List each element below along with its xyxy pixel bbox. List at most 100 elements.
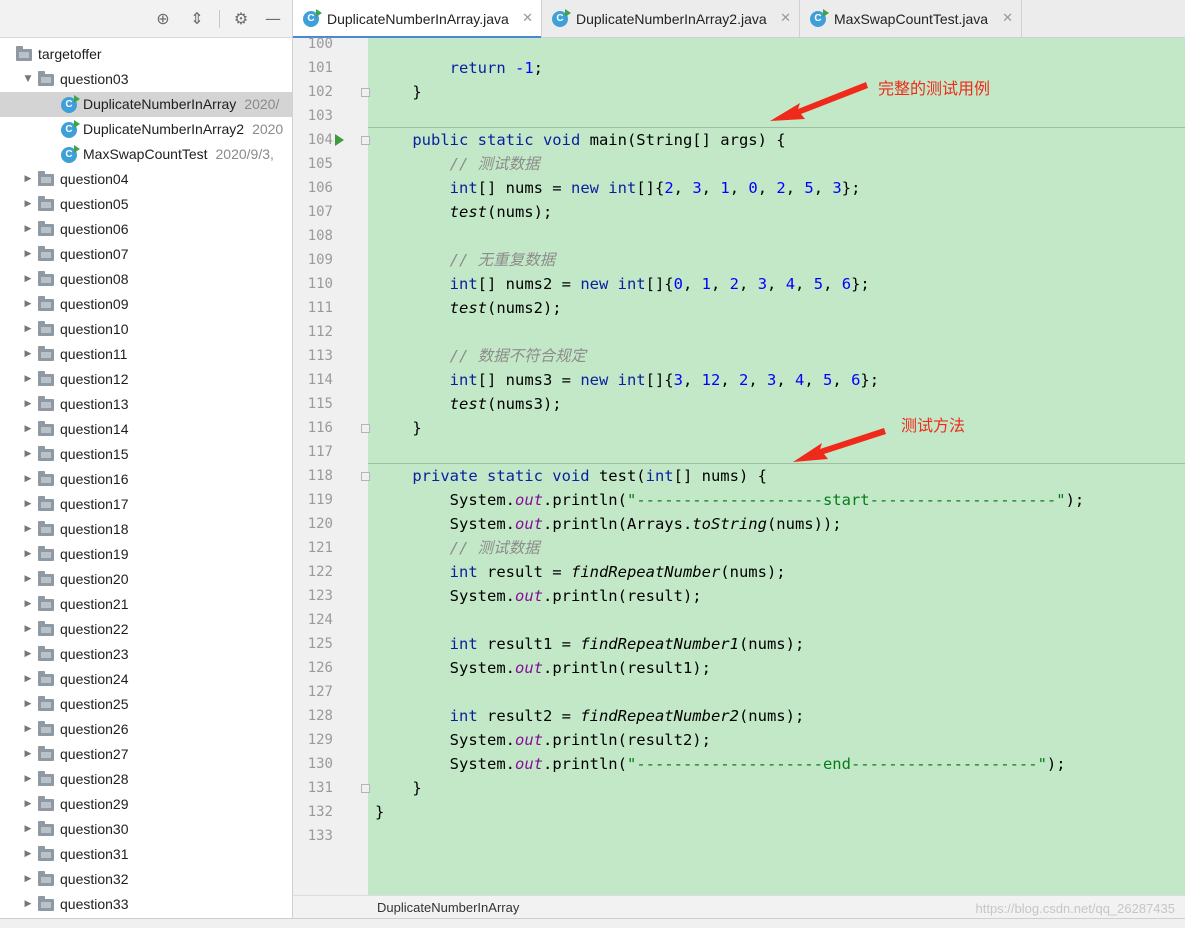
close-icon[interactable]: ✕: [522, 11, 533, 26]
fold-marker-icon[interactable]: [361, 424, 370, 433]
chevron-right-icon[interactable]: ▶: [24, 174, 32, 184]
chevron-right-icon[interactable]: ▶: [24, 849, 32, 859]
code-editor[interactable]: [368, 38, 1185, 895]
tree-item-question26[interactable]: ▶question26: [0, 717, 292, 742]
chevron-right-icon[interactable]: ▶: [24, 399, 32, 409]
tab-duplicatenumberinarray2[interactable]: C DuplicateNumberInArray2.java ✕: [542, 0, 800, 38]
fold-marker-icon[interactable]: [361, 784, 370, 793]
tree-item-question20[interactable]: ▶ question20: [0, 567, 292, 592]
tree-item-question11[interactable]: ▶question11: [0, 342, 292, 367]
chevron-right-icon[interactable]: ▶: [24, 199, 32, 209]
fold-marker-icon[interactable]: [361, 88, 370, 97]
tree-item-question28[interactable]: ▶question28: [0, 767, 292, 792]
tree-item-question17[interactable]: ▶ question17: [0, 492, 292, 517]
tree-item-question25[interactable]: ▶question25: [0, 692, 292, 717]
chevron-right-icon[interactable]: ▶: [24, 899, 32, 909]
tree-item-question07[interactable]: ▶question07: [0, 242, 292, 267]
chevron-right-icon[interactable]: ▶: [24, 499, 32, 509]
code-line: System.out.println(result1);: [375, 656, 711, 680]
tree-item-question16[interactable]: ▶question16: [0, 467, 292, 492]
tree-item-question18[interactable]: ▶question18: [0, 517, 292, 542]
tree-item-question15[interactable]: ▶question15: [0, 442, 292, 467]
chevron-right-icon[interactable]: ▶: [24, 524, 32, 534]
tab-maxswapcounttest[interactable]: C MaxSwapCountTest.java ✕: [800, 0, 1022, 38]
code-token: ,: [673, 179, 693, 197]
chevron-right-icon[interactable]: ▶: [24, 349, 32, 359]
run-icon[interactable]: [335, 134, 344, 146]
tree-item-question09[interactable]: ▶question09: [0, 292, 292, 317]
chevron-right-icon[interactable]: ▶: [24, 649, 32, 659]
tree-item-question21[interactable]: ▶question21: [0, 592, 292, 617]
chevron-right-icon[interactable]: ▶: [24, 249, 32, 259]
folder-icon: [38, 721, 54, 736]
code-token: 12: [701, 371, 721, 389]
collapse-icon[interactable]: ⇕: [190, 9, 204, 28]
chevron-right-icon[interactable]: ▶: [24, 774, 32, 784]
chevron-right-icon[interactable]: ▶: [24, 724, 32, 734]
chevron-right-icon[interactable]: ▶: [24, 749, 32, 759]
tree-item-question29[interactable]: ▶question29: [0, 792, 292, 817]
minimize-icon[interactable]: —: [265, 9, 281, 28]
locate-icon[interactable]: ⊕: [156, 9, 170, 28]
tree-item-label: question20: [60, 571, 129, 587]
chevron-right-icon[interactable]: ▶: [24, 374, 32, 384]
breadcrumb[interactable]: DuplicateNumberInArray: [293, 895, 1185, 918]
code-token: 4: [795, 371, 805, 389]
chevron-right-icon[interactable]: ▶: [24, 674, 32, 684]
tree-item-question03[interactable]: ▼question03: [0, 67, 292, 92]
tree-item-question14[interactable]: ▶question14: [0, 417, 292, 442]
chevron-right-icon[interactable]: ▶: [24, 224, 32, 234]
bottom-toolwindow-strip: [0, 918, 1185, 928]
tree-item-question33[interactable]: ▶question33: [0, 892, 292, 917]
code-token: 1: [701, 275, 711, 293]
chevron-right-icon[interactable]: ▶: [24, 874, 32, 884]
chevron-right-icon[interactable]: ▶: [24, 299, 32, 309]
chevron-right-icon[interactable]: ▶: [24, 624, 32, 634]
chevron-right-icon[interactable]: ▶: [24, 799, 32, 809]
tree-item-question13[interactable]: ▶question13: [0, 392, 292, 417]
tree-item-question23[interactable]: ▶question23: [0, 642, 292, 667]
tree-item-targetoffer[interactable]: targetoffer: [0, 42, 292, 67]
code-token: (nums);: [486, 203, 553, 221]
tree-item-question31[interactable]: ▶question31: [0, 842, 292, 867]
chevron-right-icon[interactable]: ▶: [24, 574, 32, 584]
tree-item-question06[interactable]: ▶question06: [0, 217, 292, 242]
tree-item-question30[interactable]: ▶question30: [0, 817, 292, 842]
tree-item-question24[interactable]: ▶question24: [0, 667, 292, 692]
chevron-right-icon[interactable]: ▶: [24, 449, 32, 459]
tree-item-question32[interactable]: ▶question32: [0, 867, 292, 892]
tab-duplicatenumberinarray[interactable]: C DuplicateNumberInArray.java ✕: [293, 0, 542, 39]
tree-item-label: question17: [60, 496, 129, 512]
close-icon[interactable]: ✕: [1002, 11, 1013, 26]
tree-item-question27[interactable]: ▶question27: [0, 742, 292, 767]
tree-item-question05[interactable]: ▶question05: [0, 192, 292, 217]
chevron-right-icon[interactable]: ▶: [24, 474, 32, 484]
chevron-right-icon[interactable]: ▶: [24, 549, 32, 559]
chevron-right-icon[interactable]: ▶: [24, 274, 32, 284]
line-number: 126: [307, 660, 333, 676]
gear-icon[interactable]: ⚙: [233, 9, 249, 28]
tree-item-question08[interactable]: ▶question08: [0, 267, 292, 292]
chevron-right-icon[interactable]: ▶: [24, 424, 32, 434]
close-icon[interactable]: ✕: [780, 11, 791, 26]
code-line: int result2 = findRepeatNumber2(nums);: [375, 704, 805, 728]
tree-item-question04[interactable]: ▶question04: [0, 167, 292, 192]
tree-item-question10[interactable]: ▶question10: [0, 317, 292, 342]
tree-item-question22[interactable]: ▶question22: [0, 617, 292, 642]
chevron-right-icon[interactable]: ▶: [24, 599, 32, 609]
chevron-right-icon[interactable]: ▶: [24, 324, 32, 334]
chevron-right-icon[interactable]: ▶: [24, 699, 32, 709]
tree-item-question12[interactable]: ▶question12: [0, 367, 292, 392]
fold-marker-icon[interactable]: [361, 472, 370, 481]
fold-marker-icon[interactable]: [361, 136, 370, 145]
chevron-down-icon[interactable]: ▼: [24, 74, 32, 84]
folder-icon: [38, 296, 54, 311]
chevron-right-icon[interactable]: ▶: [24, 824, 32, 834]
tree-item-question19[interactable]: ▶question19: [0, 542, 292, 567]
code-token: ,: [739, 275, 758, 293]
